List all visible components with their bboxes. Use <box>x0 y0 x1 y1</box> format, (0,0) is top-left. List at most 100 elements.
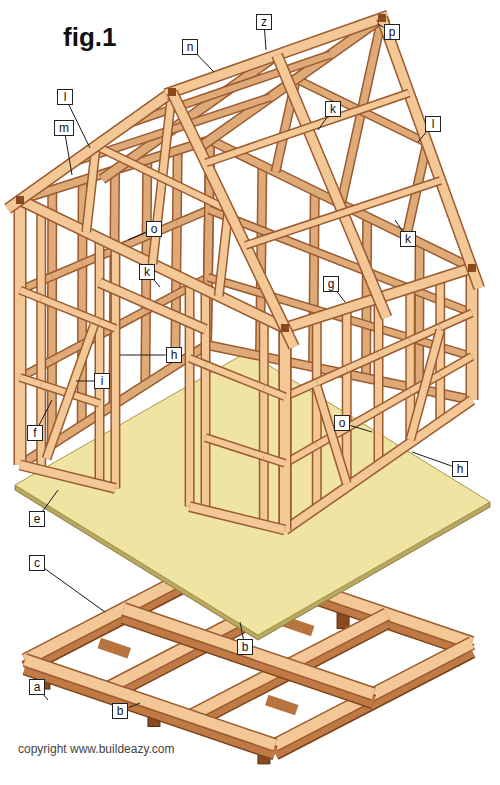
stud <box>280 328 290 530</box>
nogging <box>190 358 206 364</box>
nogging <box>100 322 116 328</box>
nogging <box>264 456 285 463</box>
callout-letter: g <box>328 277 335 291</box>
leader-line <box>128 233 146 240</box>
stud <box>416 242 424 389</box>
leader-line <box>128 703 140 708</box>
callout-box: n <box>182 39 199 55</box>
gable-stud <box>219 210 229 296</box>
callout-box: i <box>94 373 110 389</box>
callout-letter: h <box>171 348 178 362</box>
nogging <box>41 299 99 322</box>
callout-letter: h <box>457 462 464 476</box>
leader-line <box>337 292 345 302</box>
stud <box>313 318 320 508</box>
nogging <box>206 438 264 457</box>
stud <box>260 318 267 525</box>
end-grain <box>168 88 176 96</box>
callout-letter: o <box>151 222 158 236</box>
callout-box: o <box>146 221 163 237</box>
purlin <box>206 93 409 163</box>
rafter <box>8 92 172 209</box>
nogging <box>206 438 264 457</box>
callout-box: p <box>384 24 401 40</box>
callout-letter: a <box>34 680 41 694</box>
stud <box>15 200 25 465</box>
bearer <box>25 660 275 745</box>
nogging <box>440 356 472 374</box>
rafter <box>277 55 387 317</box>
callout-box: l <box>425 116 441 132</box>
stud <box>414 242 425 389</box>
stud <box>279 328 292 530</box>
stud <box>15 200 25 465</box>
callout-box: l <box>57 89 73 105</box>
wall-frame <box>8 14 479 530</box>
figure-title: fig.1 <box>63 22 116 52</box>
stud <box>96 238 103 484</box>
leader-line <box>45 569 105 612</box>
callout-letter: c <box>34 556 40 570</box>
stud <box>280 328 290 530</box>
callout-box: a <box>29 679 46 695</box>
leader-line <box>198 55 214 72</box>
bearer <box>25 660 275 745</box>
bottom-plate <box>20 465 115 488</box>
rafter <box>277 55 387 317</box>
leader-line <box>39 400 52 425</box>
gable-stud <box>219 210 229 296</box>
brace <box>317 386 347 483</box>
nogging <box>440 356 472 374</box>
callout-box: o <box>334 415 351 431</box>
stud <box>112 246 119 488</box>
callout-letter: l <box>432 117 435 131</box>
nogging <box>379 341 411 355</box>
leader-line <box>318 117 327 130</box>
callout-box: h <box>166 347 183 363</box>
nogging <box>440 313 472 327</box>
leader-line <box>350 426 372 432</box>
callout-letter: o <box>339 416 346 430</box>
nogging <box>100 322 116 328</box>
nogging <box>20 378 41 385</box>
callout-box: b <box>237 639 254 655</box>
brace <box>47 325 95 459</box>
brace <box>47 325 95 459</box>
leader-line <box>412 452 452 466</box>
callout-letter: m <box>59 121 69 135</box>
end-grain <box>281 324 289 332</box>
callout-letter: k <box>144 265 150 279</box>
leader-line <box>44 695 48 700</box>
nogging <box>317 369 347 382</box>
door-header <box>100 283 206 330</box>
callout-box: z <box>256 14 272 30</box>
nogging <box>41 299 99 322</box>
rafter <box>382 18 479 288</box>
bottom-plate <box>285 400 472 530</box>
nogging <box>206 365 264 388</box>
nogging <box>264 456 285 463</box>
nogging <box>347 355 379 369</box>
bearer-side <box>25 668 275 753</box>
nogging <box>264 388 285 397</box>
callout-box: f <box>27 425 43 441</box>
bearer-side <box>25 668 275 753</box>
callout-box: g <box>323 276 340 292</box>
callout-box: m <box>54 120 74 136</box>
stud <box>95 238 105 484</box>
nogging <box>20 378 41 385</box>
callout-letter: b <box>242 640 249 654</box>
stud <box>17 200 24 465</box>
callout-letter: k <box>330 102 336 116</box>
callout-box: k <box>139 264 155 280</box>
leader-line <box>76 381 94 382</box>
leader-line <box>65 136 72 175</box>
blocking <box>99 643 129 653</box>
nogging <box>20 290 41 299</box>
callout-letter: l <box>64 90 67 104</box>
top-plate <box>20 200 285 328</box>
callout-box: k <box>400 231 416 247</box>
bottom-plate <box>285 400 472 530</box>
callout-box: c <box>29 555 45 571</box>
brace <box>317 386 347 483</box>
